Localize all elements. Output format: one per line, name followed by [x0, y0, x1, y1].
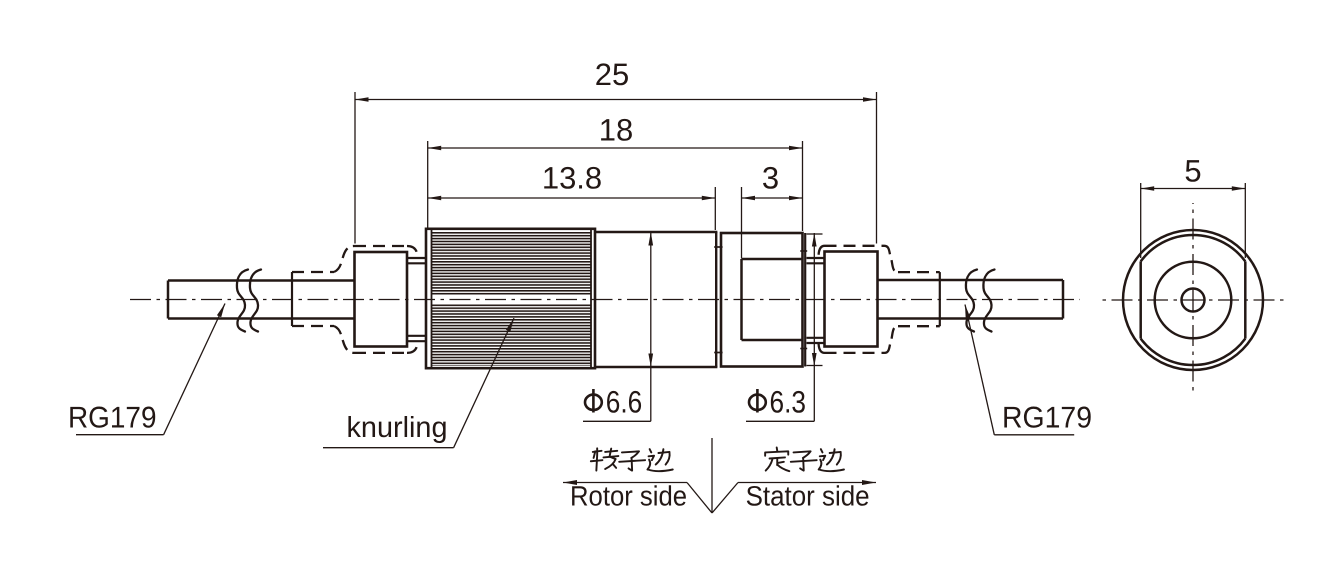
svg-text:5: 5: [1184, 154, 1201, 189]
svg-text:Stator side: Stator side: [746, 481, 870, 512]
svg-text:RG179: RG179: [68, 402, 157, 435]
svg-text:RG179: RG179: [1002, 402, 1092, 435]
svg-text:18: 18: [599, 113, 633, 148]
svg-text:3: 3: [762, 161, 779, 196]
svg-text:13.8: 13.8: [542, 161, 602, 196]
svg-text:25: 25: [595, 57, 629, 92]
svg-text:6.6: 6.6: [606, 385, 643, 420]
svg-text:knurling: knurling: [347, 412, 448, 444]
svg-text:Rotor side: Rotor side: [570, 481, 687, 512]
svg-text:6.3: 6.3: [770, 385, 807, 420]
